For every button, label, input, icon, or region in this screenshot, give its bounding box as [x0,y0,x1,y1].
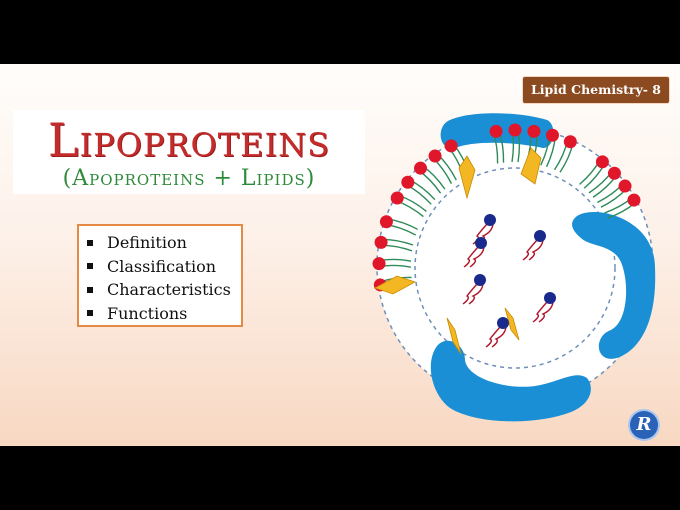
phospholipid-icon [540,128,559,168]
core-lipid-icon [532,292,556,323]
cholesterol-icon [504,307,520,341]
title-box: Lipoproteins (Apoproteins + Lipids) [13,110,365,194]
core-lipid-icon [463,237,487,268]
phospholipid-icon [414,161,446,194]
page-title: Lipoproteins [47,113,331,167]
list-item-label: Characteristics [107,280,231,300]
cholesterol-icon [374,275,416,295]
bullet-icon [87,263,93,270]
bullet-icon [87,310,93,317]
list-item-label: Functions [107,303,188,323]
lipoprotein-particle-illustration [372,113,656,422]
phospholipid-icon [428,149,457,184]
list-item: Definition [87,231,241,255]
list-item: Classification [87,255,241,279]
cholesterol-icon [520,147,542,185]
phospholipid-icon [553,135,577,173]
phospholipid-icon [579,155,609,189]
phospholipid-icon [390,191,427,218]
phospholipid-icon [588,166,621,198]
bullet-icon [87,239,93,246]
channel-logo-icon: R [630,411,658,439]
cholesterol-icon [458,155,476,200]
phospholipid-icon [597,179,632,208]
phospholipid-icon [379,215,418,236]
apoprotein-band-right [572,211,656,359]
series-badge: Lipid Chemistry- 8 [522,76,670,104]
phospholipid-icon [374,235,414,252]
phospholipid-icon [401,175,436,205]
phospholipid-icon [489,124,505,164]
membrane-inner-dashed [414,167,616,369]
core-lipid-icon [462,274,486,305]
list-item: Characteristics [87,278,241,302]
phospholipid-icon [604,193,641,219]
cholesterol-icon [446,317,462,355]
phospholipid-layer [372,123,641,292]
slide: Lipid Chemistry- 8 Lipoproteins (Apoprot… [0,64,680,446]
list-item-label: Definition [107,233,187,253]
phospholipid-icon [372,257,412,271]
list-item: Functions [87,302,241,326]
bullet-icon [87,286,93,293]
phospholipid-icon [508,123,522,163]
core-lipid-group [462,214,556,348]
subtitle: (Apoproteins + Lipids) [62,166,316,191]
list-item-label: Classification [107,256,217,276]
apoprotein-band-bottom [430,340,591,422]
topics-list: Definition Classification Characteristic… [77,224,243,327]
core-lipid-icon [522,230,546,261]
core-lipid-icon [485,317,509,348]
